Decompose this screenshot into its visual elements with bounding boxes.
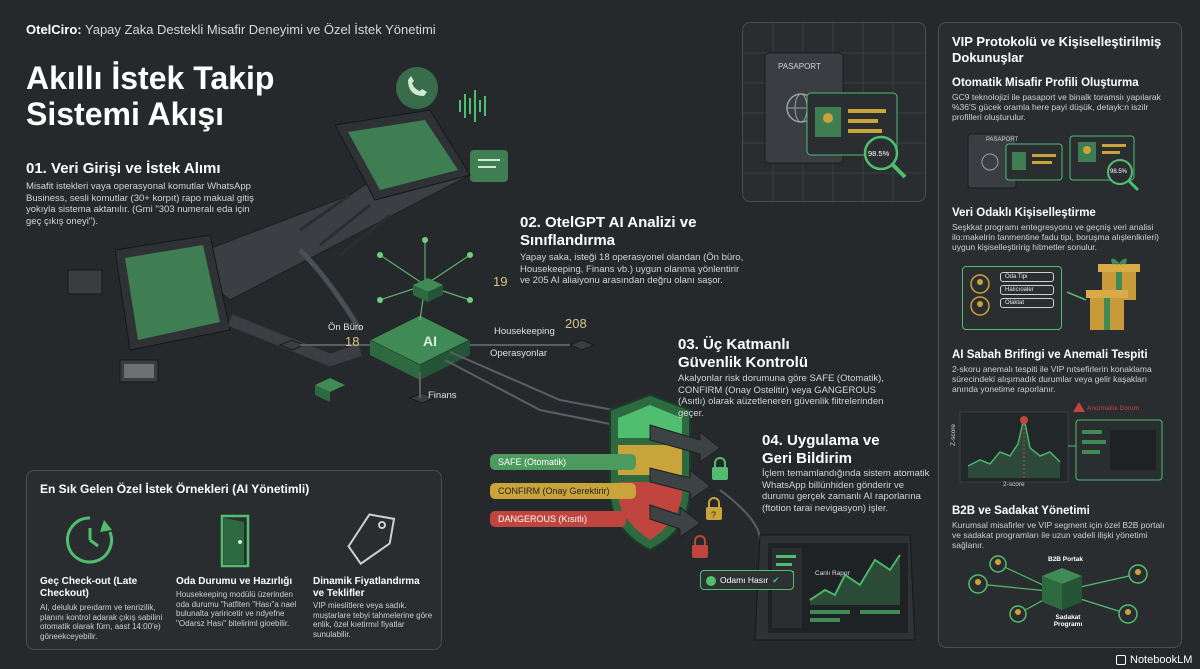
label-finans: Finans — [428, 390, 457, 401]
passport-panel — [742, 22, 926, 202]
examples-title: En Sık Gelen Özel İstek Örnekleri (AI Yö… — [40, 482, 310, 496]
header-subtitle: Yapay Zaka Destekli Misafir Deneyimi ve … — [85, 22, 436, 37]
label-housekeeping: Housekeeping — [494, 326, 555, 337]
brand-name: OtelCiro: — [26, 22, 82, 37]
match-score-small: 98.5% — [1110, 169, 1128, 175]
step3-title: 03. Üç Katmanlı Güvenlik Kontrolü — [678, 336, 809, 371]
b2b-network-illustration — [968, 555, 1148, 624]
door-icon — [220, 514, 250, 568]
example1-title: Geç Check-out (Late Checkout) — [40, 576, 138, 599]
header-line: OtelCiro: Yapay Zaka Destekli Misafir De… — [26, 22, 436, 37]
loyalty-label: Sadakat Programı — [1053, 614, 1083, 628]
example3-text: VIP mieslitlere veya sadık. muştarlare t… — [313, 601, 433, 639]
match-score: 98.5% — [868, 149, 890, 158]
flow-illustration: ? — [67, 67, 916, 641]
b2b-portal-label: B2B Portak — [1048, 556, 1084, 563]
step1-text: Misafit istekleri vaya operasyonal komut… — [26, 181, 254, 227]
dangerous-chip: DANGEROUS (Kısıtlı) — [490, 511, 626, 527]
svg-text:?: ? — [711, 510, 716, 520]
anomaly-chart-illustration — [959, 402, 1163, 483]
step2-text: Yapay saka, isteği 18 operasyonel olanda… — [520, 252, 744, 286]
lock-icon-red — [692, 535, 708, 558]
safe-chip: SAFE (Otomatik) — [490, 454, 636, 470]
example1-text: AI, deluluk preıdarm ve tenrizilik, plan… — [40, 603, 163, 641]
vip-section2-text: Seşkkat programı entegresyonu ve geçniş … — [952, 222, 1159, 252]
pref-item: Oda Tipi — [1000, 272, 1054, 282]
vip-section3-text: 2-skoru anemalı tespiti ile VIP nıtsefir… — [952, 364, 1152, 394]
vip-section3-title: AI Sabah Brifingi ve Anemali Tespiti — [952, 349, 1148, 361]
toast-text: Odamı Hasır — [720, 575, 769, 585]
step4-text: İçlem temamlandığında sistem atomatik Wh… — [762, 468, 930, 514]
notebook-icon — [1116, 655, 1126, 666]
price-tag-icon — [347, 513, 396, 566]
guest-avatar-icon — [970, 274, 990, 316]
step2-title: 02. OtelGPT AI Analizi ve Sınıflandırma — [520, 214, 697, 249]
preferences-list: Oda Tipi Halıcıoaler Olaktat — [1000, 272, 1054, 308]
vip-title: VIP Protokolü ve Kişiselleştirilmiş Doku… — [952, 34, 1162, 65]
pref-item: Halıcıoaler — [1000, 285, 1054, 295]
confirm-chip: CONFIRM (Onay Gerektirir) — [490, 483, 636, 499]
vip-section2-title: Veri Odaklı Kişiselleştirme — [952, 207, 1096, 219]
step1-title: 01. Veri Girişi ve İstek Alımı — [26, 160, 221, 177]
ai-chip-label: AI — [423, 333, 437, 349]
step3-text: Akalyonlar risk dorumuna göre SAFE (Otom… — [678, 373, 884, 419]
passport-scan-illustration — [743, 23, 925, 201]
footer-brand-text: NotebookLM — [1130, 654, 1193, 666]
lock-icon-green — [712, 457, 728, 480]
whatsapp-icon — [396, 67, 438, 109]
count-19: 19 — [493, 274, 508, 289]
label-on-buro: Ön Büro — [328, 322, 364, 333]
toast-notification: Odamı Hasır✔ — [700, 570, 794, 590]
soundwave-icon — [459, 90, 486, 122]
passport-label-small: PASAPORT — [986, 137, 1019, 143]
chat-bubble-icon — [470, 150, 508, 182]
footer-brand: NotebookLM — [1116, 654, 1192, 666]
clock-icon — [66, 516, 113, 564]
example3-title: Dinamik Fiyatlandırma ve Teklifler — [313, 576, 420, 599]
anomaly-label: Anormallık Dorum — [1087, 405, 1140, 412]
count-housekeeping: 208 — [565, 316, 587, 331]
whatsapp-small-icon — [706, 575, 716, 586]
passport-label: PASAPORT — [778, 62, 821, 71]
example2-title: Oda Durumu ve Hazırlığı — [176, 576, 293, 587]
step4-title: 04. Uygulama ve Geri Bildirim — [762, 432, 880, 467]
example2-text: Housekeeping modülü üzerinden oda durumu… — [176, 590, 297, 628]
label-operasyonlar: Operasyonlar — [490, 348, 548, 359]
vip-section4-text: Kurumsal misafirler ve VIP segment için … — [952, 520, 1165, 550]
vip-section1-text: GC9 teknolojizi ile pasaport ve binalk t… — [952, 92, 1161, 122]
vip-section4-title: B2B ve Sadakat Yönetimi — [952, 505, 1090, 517]
pref-item: Olaktat — [1000, 298, 1054, 308]
gift-icon — [1066, 258, 1140, 330]
z-score-axis: Z-score — [950, 423, 957, 446]
vip-panel — [938, 22, 1182, 648]
report-title: Canlı Rapor — [815, 570, 850, 577]
z-score-label: 2-score — [1003, 481, 1025, 488]
page-title: Akıllı İstek Takip Sistemi Akışı — [26, 60, 275, 132]
lock-icon-yellow: ? — [706, 497, 722, 520]
profile-scan-illustration — [967, 133, 1140, 192]
vip-section1-title: Otomatik Misafir Profili Oluşturma — [952, 77, 1139, 89]
count-on-buro: 18 — [345, 334, 360, 349]
check-icon: ✔ — [772, 575, 780, 585]
